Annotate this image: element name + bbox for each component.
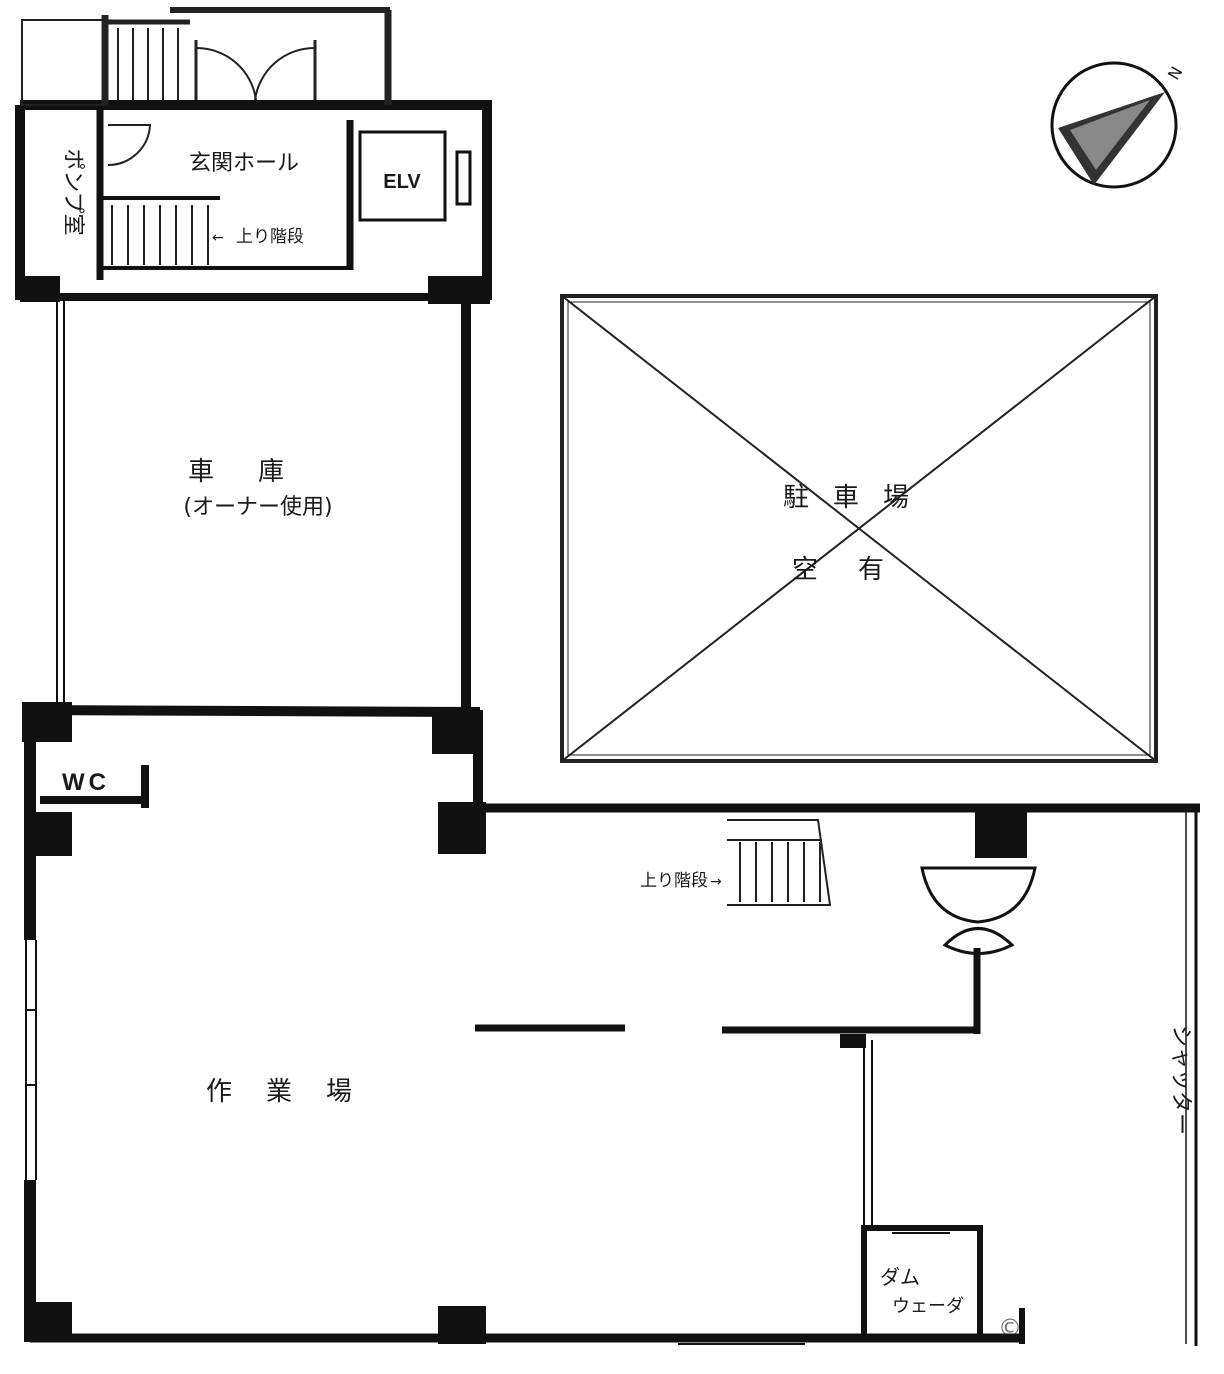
- column: [432, 714, 480, 754]
- column: [438, 802, 486, 854]
- watermark: ©: [998, 1314, 1022, 1342]
- garage-walls: [56, 300, 471, 712]
- column: [428, 276, 490, 304]
- up-stairs-work-label: 上り階段: [640, 871, 708, 891]
- parking-label: 駐車場: [783, 483, 933, 513]
- workshop-stair: [727, 819, 832, 906]
- column: [24, 1302, 72, 1342]
- wc-label: WC: [62, 769, 110, 796]
- up-stairs-top-label: 上り階段: [236, 227, 304, 247]
- inner-stair: [111, 205, 209, 265]
- fixture-symbol: [920, 866, 1037, 955]
- vacant-label: 空有: [792, 555, 924, 585]
- column: [438, 1306, 486, 1344]
- up-stairs-top-arrow: ←: [212, 230, 224, 246]
- parking-lot: [560, 294, 1158, 763]
- entrance-hall-label: 玄関ホール: [189, 151, 299, 176]
- workshop-columns: [22, 702, 1027, 1344]
- garage-note-label: (オーナー使用): [183, 495, 332, 520]
- column: [840, 1034, 866, 1048]
- door-swing: [107, 124, 152, 167]
- column: [20, 276, 60, 302]
- column: [975, 812, 1027, 858]
- front-steps: [21, 7, 392, 106]
- elevator-label: ELV: [383, 171, 421, 193]
- dumbwaiter-label-1: ダム: [880, 1265, 920, 1289]
- north-arrow: [1050, 61, 1178, 189]
- elevator-shaft: [358, 130, 472, 222]
- garage-label: 車庫: [188, 457, 328, 487]
- workshop-label: 作業場: [206, 1077, 386, 1107]
- column: [24, 812, 72, 856]
- entrance-block: [15, 100, 492, 301]
- column: [22, 702, 72, 742]
- pump-room-label: ポンプ室: [60, 148, 85, 235]
- dumbwaiter-label-2: ウェーダ: [892, 1296, 964, 1317]
- up-stairs-work-arrow: →: [710, 874, 722, 890]
- shutter-label: シャッター: [1168, 1025, 1193, 1135]
